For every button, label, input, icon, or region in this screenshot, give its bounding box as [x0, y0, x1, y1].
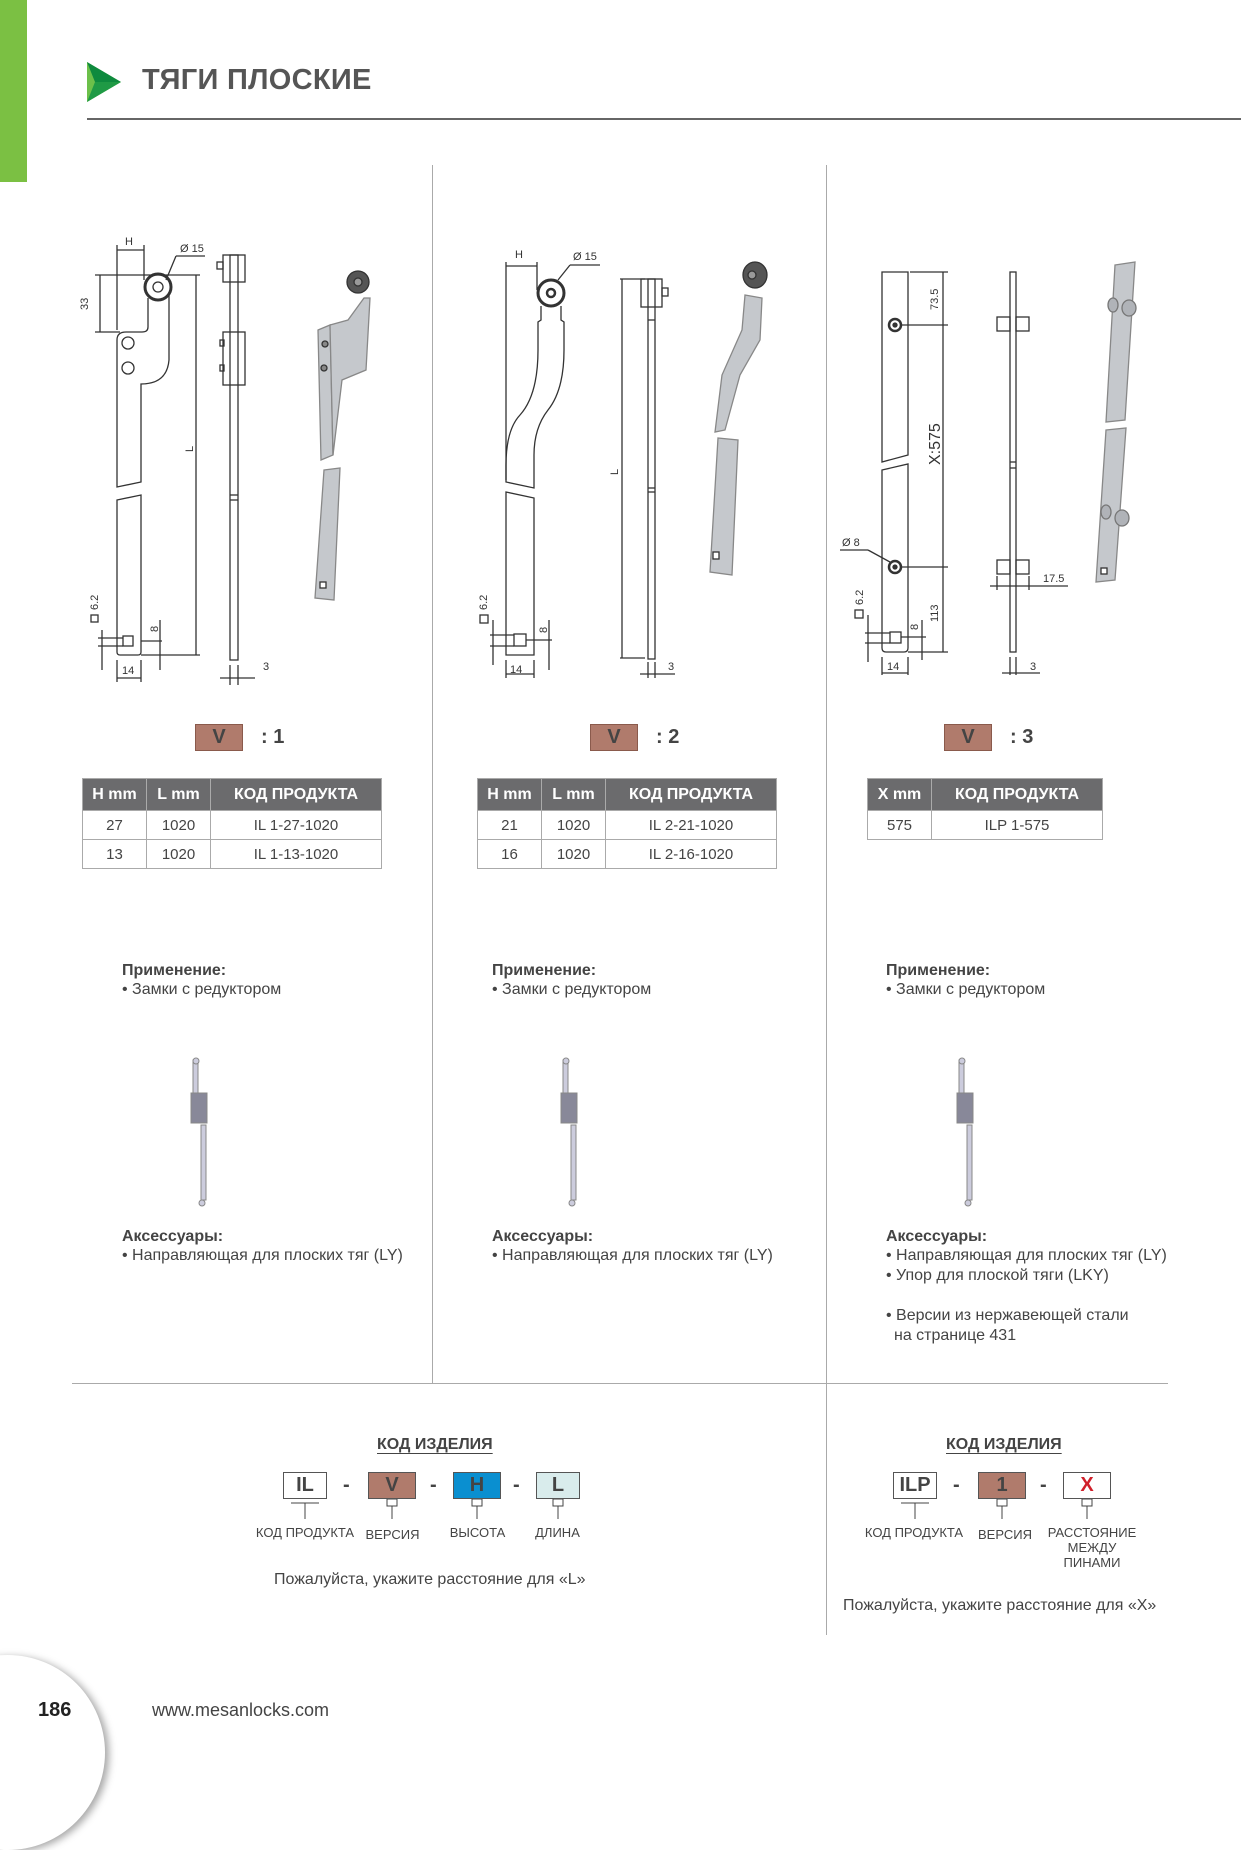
svg-text:H: H	[125, 236, 133, 248]
product-1-version: V : 1	[195, 724, 284, 751]
svg-text:Ø 15: Ø 15	[573, 251, 597, 263]
page-number: 186	[38, 1699, 72, 1721]
version-badge: V	[590, 724, 638, 751]
product-2-technical-drawing: H Ø 15 L 6.2 8 14 3	[478, 249, 768, 678]
green-side-bar	[0, 0, 27, 182]
svg-text:3: 3	[263, 661, 269, 673]
version-badge: V	[944, 724, 992, 751]
bottom-section-divider	[72, 1383, 1168, 1384]
code-left-note: Пожалуйста, укажите расстояние для «L»	[274, 1571, 586, 1588]
product-3-spec-table: X mm КОД ПРОДУКТА 575 ILP 1-575	[867, 778, 1103, 840]
code-caption-product: КОД ПРОДУКТА	[255, 1525, 355, 1540]
product-2-version: V : 2	[590, 724, 679, 751]
column-divider-2	[826, 165, 827, 1635]
product-2-application: Применение: • Замки с редуктором	[492, 962, 652, 998]
code-box-version: V	[368, 1472, 416, 1499]
code-caption-product: КОД ПРОДУКТА	[864, 1525, 964, 1540]
svg-text:8: 8	[149, 626, 161, 632]
code-box-version: 1	[978, 1472, 1026, 1499]
version-number: : 1	[261, 726, 285, 748]
product-3-accessories: Аксессуары: • Направляющая для плоских т…	[886, 1228, 1167, 1344]
product-2-accessories: Аксессуары: • Направляющая для плоских т…	[492, 1228, 773, 1264]
code-caption-length: ДЛИНА	[535, 1525, 580, 1540]
svg-text:113: 113	[929, 604, 941, 622]
table-row: 16 1020 IL 2-16-1020	[477, 839, 777, 869]
svg-text:6.2: 6.2	[89, 595, 101, 610]
svg-text:6.2: 6.2	[854, 590, 866, 605]
code-right-title: КОД ИЗДЕЛИЯ	[946, 1436, 1062, 1453]
code-right-note: Пожалуйста, укажите расстояние для «X»	[843, 1597, 1157, 1614]
svg-text:Ø 8: Ø 8	[842, 537, 860, 549]
page-number-tab	[0, 1655, 105, 1850]
svg-text:L: L	[184, 446, 196, 452]
product-2-lock-image	[560, 1057, 578, 1207]
code-caption-version: ВЕРСИЯ	[978, 1527, 1032, 1542]
product-1-technical-drawing: H Ø 15 33 L 6.2 8 14 3	[80, 236, 371, 685]
table-row: 21 1020 IL 2-21-1020	[477, 810, 777, 840]
header-divider	[87, 118, 1241, 120]
version-number: : 2	[656, 726, 680, 748]
code-box-product: ILP	[893, 1472, 937, 1499]
table-row: 13 1020 IL 1-13-1020	[82, 839, 382, 869]
svg-text:L: L	[609, 469, 621, 475]
product-2-spec-table: H mm L mm КОД ПРОДУКТА 21 1020 IL 2-21-1…	[477, 778, 777, 869]
product-3-technical-drawing: 73.5 X:575 Ø 8 6.2 8 113 14 17.5 3	[840, 261, 1137, 675]
svg-text:3: 3	[668, 661, 674, 673]
product-3-version: V : 3	[944, 724, 1033, 751]
stainless-note: • Версии из нержавеющей стали	[886, 1307, 1129, 1324]
code-box-product: IL	[283, 1472, 327, 1499]
svg-text:Ø 15: Ø 15	[180, 243, 204, 255]
website-link[interactable]: www.mesanlocks.com	[152, 1700, 330, 1720]
svg-text:6.2: 6.2	[478, 595, 490, 610]
code-caption-distance: РАССТОЯНИЕ МЕЖДУ ПИНАМИ	[1047, 1525, 1137, 1570]
svg-text:3: 3	[1030, 661, 1036, 673]
table-row: 27 1020 IL 1-27-1020	[82, 810, 382, 840]
code-box-height: H	[453, 1472, 501, 1499]
svg-text:33: 33	[80, 298, 91, 310]
product-1-lock-image	[190, 1057, 208, 1207]
svg-text:14: 14	[122, 665, 134, 677]
version-badge: V	[195, 724, 243, 751]
code-left-diagram: IL - V - H - L	[283, 1472, 603, 1547]
code-box-distance: X	[1063, 1472, 1111, 1499]
product-3-application: Применение: • Замки с редуктором	[886, 962, 1046, 998]
code-caption-version: ВЕРСИЯ	[365, 1527, 420, 1542]
table-row: 575 ILP 1-575	[867, 810, 1103, 840]
stainless-note-page: на странице 431	[894, 1327, 1017, 1344]
svg-text:8: 8	[909, 624, 921, 630]
table-header-row: H mm L mm КОД ПРОДУКТА	[82, 778, 382, 811]
svg-text:H: H	[515, 249, 523, 261]
svg-text:14: 14	[887, 661, 899, 673]
svg-text:73.5: 73.5	[929, 289, 941, 310]
page-title: ТЯГИ ПЛОСКИЕ	[142, 64, 372, 96]
code-box-length: L	[536, 1472, 580, 1499]
code-left-title: КОД ИЗДЕЛИЯ	[377, 1436, 493, 1453]
product-1-application: Применение: • Замки с редуктором	[122, 962, 282, 998]
code-caption-height: ВЫСОТА	[449, 1525, 506, 1540]
svg-text:8: 8	[538, 627, 550, 633]
table-header-row: H mm L mm КОД ПРОДУКТА	[477, 778, 777, 811]
title-arrow-icon	[87, 62, 121, 102]
table-header-row: X mm КОД ПРОДУКТА	[867, 778, 1103, 811]
code-right-diagram: ILP - 1 - X	[893, 1472, 1123, 1547]
svg-text:14: 14	[510, 664, 522, 676]
column-divider-1	[432, 165, 433, 1383]
product-1-accessories: Аксессуары: • Направляющая для плоских т…	[122, 1228, 403, 1264]
product-3-lock-image	[956, 1057, 974, 1207]
svg-text:X:575: X:575	[927, 423, 944, 465]
svg-text:17.5: 17.5	[1043, 573, 1064, 585]
product-1-spec-table: H mm L mm КОД ПРОДУКТА 27 1020 IL 1-27-1…	[82, 778, 382, 869]
version-number: : 3	[1010, 726, 1034, 748]
